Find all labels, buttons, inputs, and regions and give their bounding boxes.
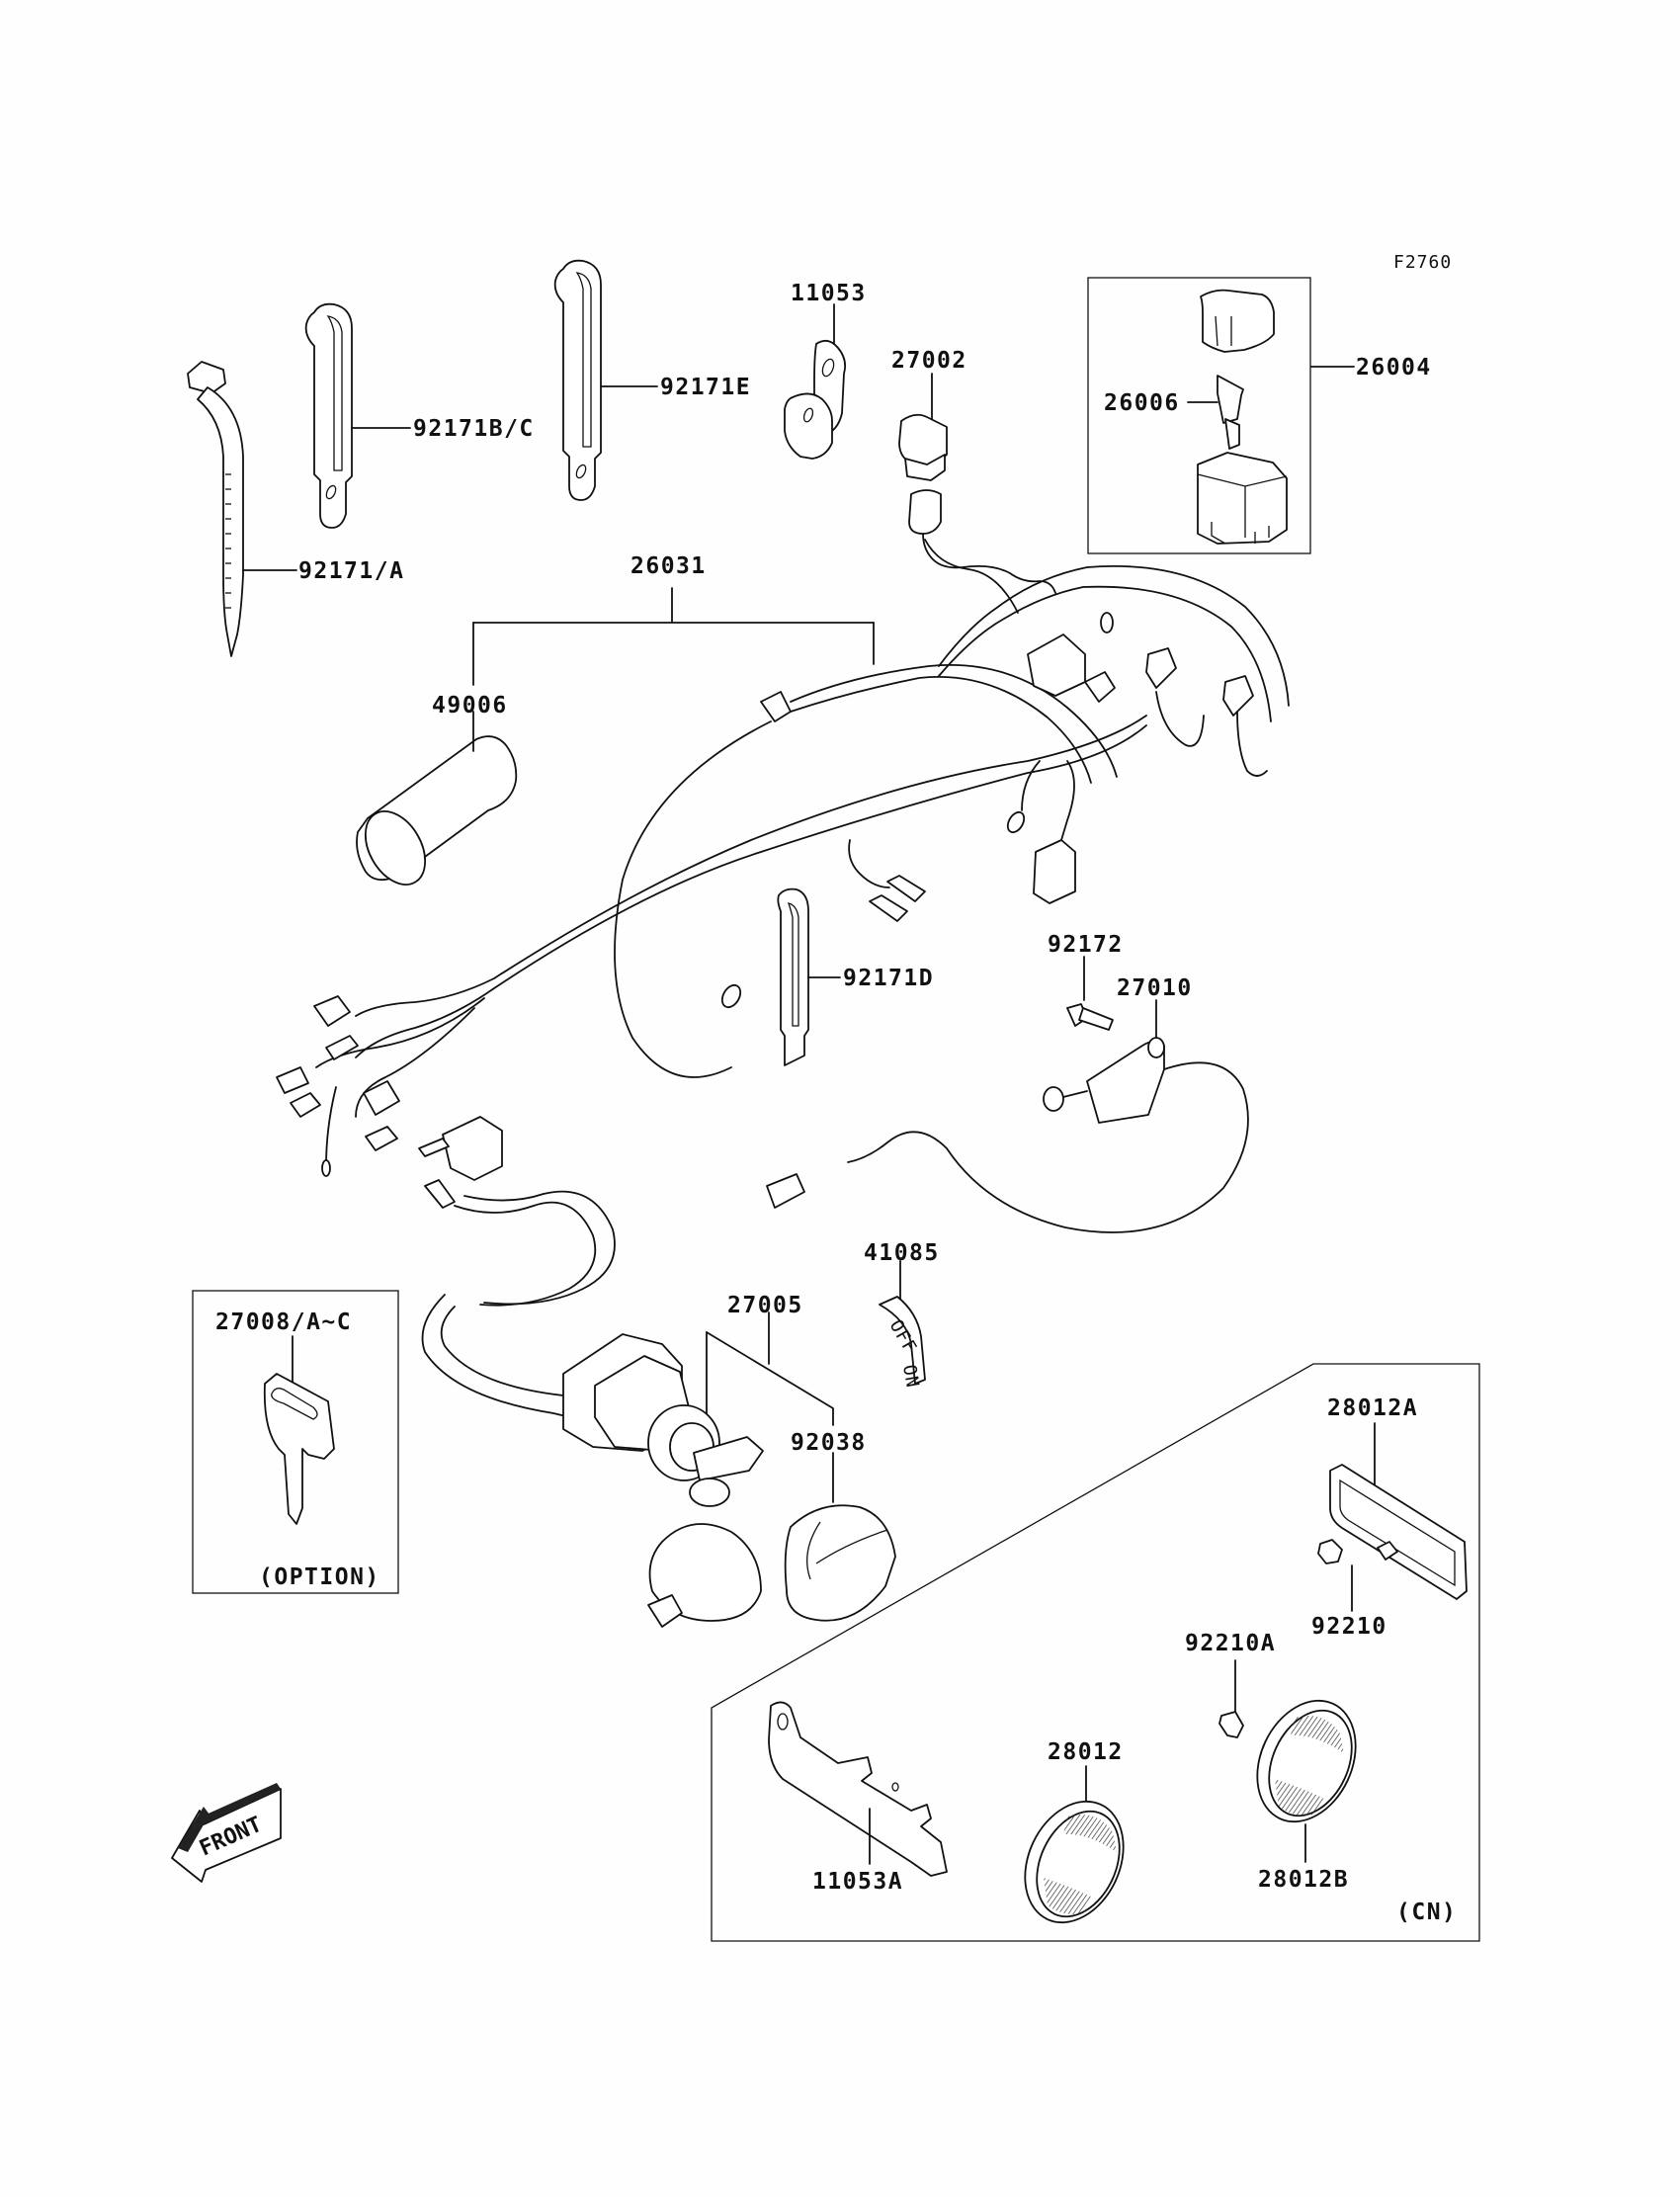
part-26004-box[interactable]	[1197, 452, 1288, 545]
cn-note: (CN)	[1396, 1900, 1457, 1925]
part-92038[interactable]	[784, 1452, 896, 1622]
part-27002[interactable]	[898, 373, 1056, 594]
group-26004	[1087, 277, 1355, 554]
part-92210[interactable]	[1317, 1539, 1353, 1612]
group-cn	[711, 1363, 1480, 1942]
part-27008-key[interactable]	[263, 1335, 335, 1525]
callout-92038: 92038	[791, 1430, 867, 1456]
part-26031-harness[interactable]	[276, 539, 1290, 1307]
part-92171-bc[interactable]	[304, 302, 411, 529]
option-note: (OPTION)	[259, 1564, 380, 1590]
callout-49006: 49006	[432, 693, 508, 718]
callout-26031: 26031	[630, 553, 707, 579]
part-11053[interactable]	[784, 303, 847, 460]
callout-11053: 11053	[791, 281, 867, 306]
callout-28012a: 28012A	[1327, 1395, 1418, 1421]
callout-92210a: 92210A	[1185, 1631, 1276, 1656]
part-92171-a[interactable]	[187, 361, 297, 657]
part-28012[interactable]	[1006, 1765, 1141, 1938]
label-on-text: ON	[898, 1363, 923, 1390]
part-92171-e[interactable]	[553, 259, 658, 501]
callout-28012: 28012	[1048, 1739, 1124, 1765]
callout-92171-bc: 92171B/C	[413, 416, 535, 442]
part-28012b[interactable]	[1238, 1685, 1374, 1863]
part-11053a[interactable]	[768, 1701, 948, 1877]
part-27005[interactable]	[421, 1294, 764, 1628]
callout-26004: 26004	[1356, 355, 1432, 380]
bracket-26031	[472, 587, 875, 686]
callout-27002: 27002	[891, 348, 967, 374]
callout-92171-a: 92171/A	[298, 558, 404, 584]
callout-26006: 26006	[1104, 390, 1180, 416]
part-92171-d[interactable]	[777, 887, 841, 1066]
front-arrow-icon: FRONT	[171, 1783, 282, 1883]
callout-27005: 27005	[727, 1293, 803, 1318]
figure-id: F2760	[1393, 252, 1452, 273]
callout-27008: 27008/A~C	[215, 1310, 352, 1335]
callout-11053a: 11053A	[812, 1869, 903, 1895]
group-option	[192, 1290, 399, 1594]
part-26006-fuse[interactable]	[1187, 375, 1244, 450]
callout-92210: 92210	[1311, 1614, 1387, 1640]
callout-92171-e: 92171E	[660, 375, 751, 400]
part-41085[interactable]: OFF ON	[879, 1260, 926, 1390]
callout-92171-d: 92171D	[843, 966, 934, 991]
callout-28012b: 28012B	[1258, 1867, 1349, 1893]
part-28012a[interactable]	[1329, 1422, 1468, 1600]
part-27010[interactable]	[766, 999, 1249, 1233]
callout-41085: 41085	[864, 1240, 940, 1266]
part-26004-cover[interactable]	[1200, 289, 1275, 353]
callout-92172: 92172	[1048, 932, 1124, 958]
part-92210a[interactable]	[1218, 1659, 1244, 1738]
part-92172[interactable]	[1066, 956, 1114, 1031]
callout-27010: 27010	[1117, 975, 1193, 1001]
part-49006[interactable]	[353, 711, 518, 895]
